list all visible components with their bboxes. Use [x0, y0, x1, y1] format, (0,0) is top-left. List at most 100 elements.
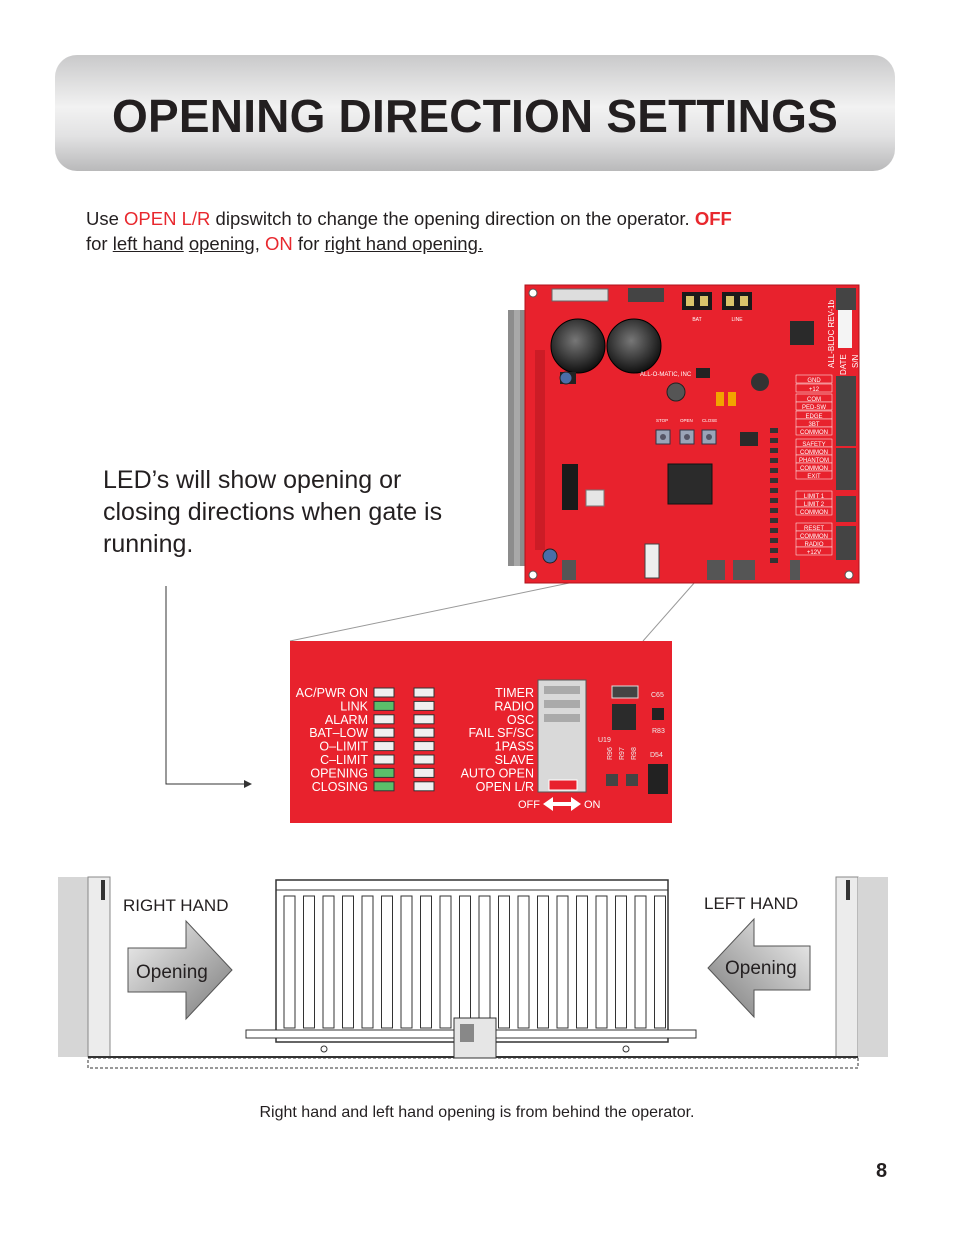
- led-label: C–LIMIT: [320, 753, 368, 767]
- board-date: DATE: [839, 354, 848, 375]
- dip-switch[interactable]: [537, 679, 587, 793]
- resistor: [413, 727, 435, 738]
- terminal-label: GND: [807, 378, 821, 384]
- gate-picket: [381, 895, 393, 1029]
- terminal-label: +12V: [807, 550, 821, 556]
- dipswitch-label: SLAVE: [495, 753, 534, 767]
- terminal-label-box: [795, 401, 833, 411]
- gate-operator: [453, 1017, 497, 1059]
- gate-picket: [478, 895, 491, 1029]
- board-led: [770, 548, 778, 553]
- on-label: ON: [584, 799, 601, 811]
- terminal-label: COMMON: [800, 430, 828, 436]
- control-board: BAT LINE ALL-O-MATIC, INC ALL-BLDC REV-1…: [524, 284, 860, 584]
- board-serial: S/N: [851, 354, 860, 368]
- gate-picket: [556, 895, 569, 1029]
- terminal-label: LIMIT 1: [804, 494, 825, 500]
- intro-text: for: [292, 233, 325, 254]
- terminal-label: COMMON: [800, 534, 828, 540]
- stop-label: STOP: [656, 418, 668, 423]
- zoom-connector-right: [642, 581, 696, 642]
- gate-picket: [439, 895, 452, 1029]
- terminal-label-box: [795, 374, 833, 384]
- gate-track: [87, 1057, 859, 1069]
- board-led: [770, 528, 778, 533]
- terminal-label: 3BT: [808, 422, 819, 428]
- title-banner: OPENING DIRECTION SETTINGS: [55, 55, 895, 171]
- resistor: [413, 754, 435, 765]
- status-led: [373, 754, 395, 765]
- status-led: [373, 714, 395, 725]
- gate-picket: [634, 895, 647, 1029]
- terminal-label: RESET: [804, 526, 824, 532]
- part-label: R96: [607, 747, 614, 760]
- zoom-connector-left: [289, 581, 575, 642]
- close-label: CLOSE: [702, 418, 717, 423]
- terminal-label-box: [795, 383, 833, 393]
- resistor: [413, 767, 435, 778]
- part-label: U19: [598, 737, 611, 744]
- led-label: OPENING: [310, 766, 368, 780]
- terminal-label: +12: [809, 387, 820, 393]
- part-label: R97: [619, 747, 626, 760]
- terminal-label: PHANTOM: [799, 458, 829, 464]
- gate-picket: [459, 895, 471, 1029]
- resistor: [413, 781, 435, 792]
- board-led: [770, 498, 778, 503]
- right-post: [835, 876, 888, 1058]
- gate-picket: [361, 895, 374, 1029]
- terminal-label: SAFETY: [802, 442, 825, 448]
- dipswitch-label: OPEN L/R: [476, 780, 534, 794]
- status-led: [373, 727, 395, 738]
- status-led: [373, 687, 395, 698]
- board-led: [770, 438, 778, 443]
- board-revision: ALL-BLDC REV-1b: [827, 299, 836, 368]
- intro-text: Use: [86, 208, 125, 229]
- gate-picket: [283, 895, 296, 1029]
- terminal-label: PED-SW: [802, 405, 826, 411]
- resistor: [413, 700, 435, 711]
- right-hand-label: RIGHT HAND: [123, 896, 228, 915]
- terminal-label-box: [795, 470, 833, 480]
- terminal-label: COM: [807, 397, 821, 403]
- led-label: O–LIMIT: [319, 740, 368, 754]
- led-label: ALARM: [325, 713, 368, 727]
- led-label: CLOSING: [312, 780, 368, 794]
- dipswitch-label: AUTO OPEN: [461, 766, 534, 780]
- left-hand-label: LEFT HAND: [704, 894, 798, 913]
- intro-text: for: [86, 233, 113, 254]
- zoom-panel: AC/PWR ONLINKALARMBAT–LOWO–LIMITC–LIMITO…: [290, 641, 672, 823]
- dipswitch-label: FAIL SF/SC: [468, 726, 534, 740]
- led-label: AC/PWR ON: [296, 686, 368, 700]
- dipswitch-label: 1PASS: [495, 740, 534, 754]
- dipswitch-label: TIMER: [495, 686, 534, 700]
- gate-picket: [400, 895, 413, 1029]
- led-label: BAT–LOW: [309, 726, 368, 740]
- terminal-label: EDGE: [805, 414, 822, 420]
- led-label: LINK: [340, 699, 368, 713]
- terminal-label: COMMON: [800, 510, 828, 516]
- gate-picket: [537, 895, 549, 1029]
- off-setting: OFF: [694, 208, 732, 229]
- part-label: R98: [631, 747, 638, 760]
- left-hand-text: left hand: [112, 233, 184, 254]
- board-led: [770, 478, 778, 483]
- board-led: [770, 448, 778, 453]
- led-note: LED’s will show opening or closing direc…: [103, 466, 443, 558]
- status-led: [373, 767, 395, 778]
- terminal-label: LIMIT 2: [804, 502, 825, 508]
- line-label: LINE: [731, 317, 743, 323]
- opening-text-left: Opening: [725, 958, 797, 979]
- board-led: [770, 488, 778, 493]
- terminal-label-box: [795, 426, 833, 436]
- led-pointer-arrowhead: [244, 780, 252, 788]
- board-led: [770, 538, 778, 543]
- opening-text-right: Opening: [136, 962, 208, 983]
- dipswitch-label: OSC: [507, 713, 534, 727]
- page-title: OPENING DIRECTION SETTINGS: [112, 90, 838, 142]
- status-led: [373, 741, 395, 752]
- resistor: [413, 741, 435, 752]
- gate-picket: [595, 895, 608, 1029]
- right-hand-text: right hand opening.: [324, 233, 484, 254]
- caption: Right hand and left hand opening is from…: [259, 1104, 695, 1121]
